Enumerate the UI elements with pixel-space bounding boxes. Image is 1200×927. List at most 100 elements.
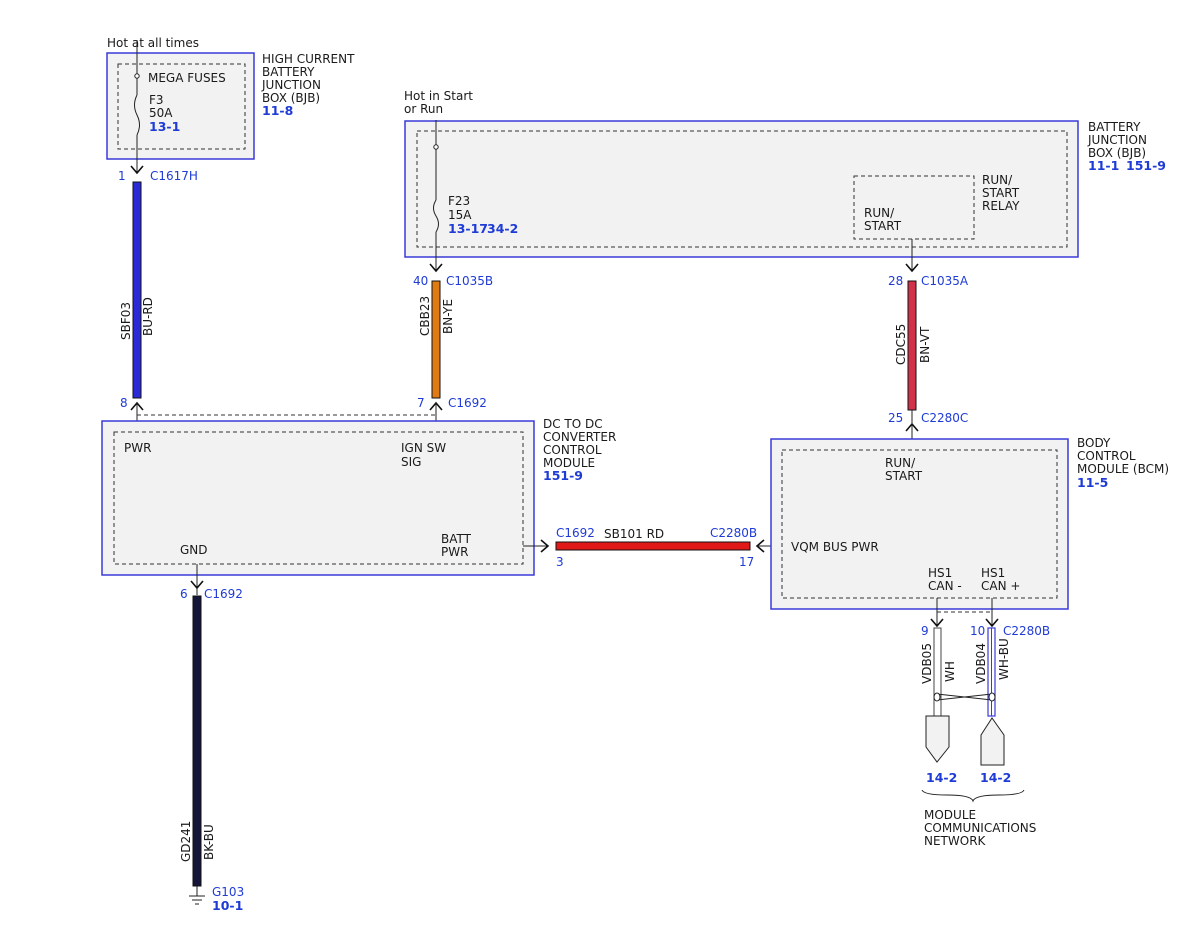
- wire-vdb04-circuit: VDB04: [974, 643, 988, 684]
- svg-text:CAN -: CAN -: [928, 579, 962, 593]
- wire-vdb05-color-code: WH: [943, 661, 957, 682]
- pin-9: 9: [921, 624, 929, 638]
- vqm-bus-pwr-label: VQM BUS PWR: [791, 540, 879, 554]
- wire-cdc55-circuit: CDC55: [894, 324, 908, 365]
- svg-text:HIGH CURRENT: HIGH CURRENT: [262, 52, 355, 66]
- network-ref-link-right[interactable]: 14-2: [980, 770, 1011, 785]
- high-current-bjb-ref-link[interactable]: 11-8: [262, 103, 293, 118]
- mega-fuses-inner-box: [117, 63, 246, 150]
- hs1-can-minus-label: HS1 CAN -: [928, 566, 962, 593]
- wire-cdc55[interactable]: [907, 280, 917, 411]
- svg-text:HS1: HS1: [928, 566, 952, 580]
- dcdc-module-box: [101, 420, 535, 576]
- pwr-label: PWR: [124, 441, 151, 455]
- splice-dot: [433, 144, 439, 150]
- hs1-can-plus-label: HS1 CAN +: [981, 566, 1020, 593]
- pin-17: 17: [739, 555, 754, 569]
- pin-7: 7: [417, 396, 425, 410]
- fuse-f23-name: F23: [448, 194, 470, 208]
- svg-text:MODULE (BCM): MODULE (BCM): [1077, 462, 1169, 476]
- svg-text:CAN +: CAN +: [981, 579, 1020, 593]
- svg-text:DC TO DC: DC TO DC: [543, 417, 603, 431]
- run-start-relay-box: [853, 175, 975, 240]
- svg-text:MODULE: MODULE: [543, 456, 595, 470]
- ign-sw-sig-label: IGN SW SIG: [401, 441, 446, 469]
- svg-text:PWR: PWR: [441, 545, 468, 559]
- connector-c2280c: C2280C: [921, 411, 968, 425]
- pin-28: 28: [888, 274, 903, 288]
- hot-in-start-label: Hot in Start or Run: [404, 89, 473, 116]
- wire-cbb23-circuit: CBB23: [418, 296, 432, 336]
- wire-cbb23[interactable]: [431, 280, 441, 399]
- fuse-f23-ref-link-1[interactable]: 13-17: [448, 221, 488, 236]
- svg-text:BOX (BJB): BOX (BJB): [262, 91, 320, 105]
- svg-text:HS1: HS1: [981, 566, 1005, 580]
- svg-text:BATTERY: BATTERY: [262, 65, 315, 79]
- connector-arrow: [985, 618, 999, 628]
- wire-gd241[interactable]: [192, 595, 202, 887]
- svg-text:JUNCTION: JUNCTION: [1087, 133, 1147, 147]
- svg-text:CONVERTER: CONVERTER: [543, 430, 616, 444]
- bcm-title: BODY CONTROL MODULE (BCM): [1077, 436, 1169, 476]
- svg-text:RUN/: RUN/: [885, 456, 916, 470]
- twisted-pair-symbol: [933, 692, 996, 702]
- svg-text:CONTROL: CONTROL: [1077, 449, 1136, 463]
- svg-text:NETWORK: NETWORK: [924, 834, 987, 848]
- svg-text:CONTROL: CONTROL: [543, 443, 602, 457]
- connector-arrow: [930, 618, 944, 628]
- bjb-box: [404, 120, 1079, 258]
- relay-inner-label: RUN/ START: [864, 206, 902, 233]
- pin-3: 3: [556, 555, 564, 569]
- svg-text:BOX (BJB): BOX (BJB): [1088, 146, 1146, 160]
- hot-at-all-times-label: Hot at all times: [107, 36, 199, 50]
- wire-vdb05-circuit: VDB05: [920, 643, 934, 684]
- network-ref-link-left[interactable]: 14-2: [926, 770, 957, 785]
- connector-c1692-batt: C1692: [556, 526, 595, 540]
- bcm-ref-link[interactable]: 11-5: [1077, 475, 1108, 490]
- svg-text:RUN/: RUN/: [982, 173, 1013, 187]
- dcdc-module-ref-link[interactable]: 151-9: [543, 468, 583, 483]
- pin-8: 8: [120, 396, 128, 410]
- pin-6: 6: [180, 587, 188, 601]
- wire-cdc55-color-code: BN-VT: [918, 326, 932, 363]
- run-start-relay-title: RUN/ START RELAY: [982, 173, 1020, 213]
- fuse-f3-symbol: [134, 94, 140, 136]
- bjb-ref-link-2[interactable]: 151-9: [1126, 158, 1166, 173]
- wire-vdb04-color-code: WH-BU: [997, 638, 1011, 680]
- connector-arrow: [130, 165, 144, 175]
- svg-text:COMMUNICATIONS: COMMUNICATIONS: [924, 821, 1036, 835]
- connector-arrow: [905, 263, 919, 273]
- pin-10: 10: [970, 624, 985, 638]
- svg-text:START: START: [864, 219, 902, 233]
- ground-g103: G103: [212, 885, 244, 899]
- bjb-title: BATTERY JUNCTION BOX (BJB): [1087, 120, 1147, 160]
- svg-text:START: START: [982, 186, 1020, 200]
- ground-ref-link[interactable]: 10-1: [212, 898, 243, 913]
- mega-fuses-label: MEGA FUSES: [148, 71, 226, 85]
- wire-sb101-label: SB101 RD: [604, 527, 664, 541]
- ground-symbol: [189, 886, 205, 905]
- wire-sbf03-circuit: SBF03: [119, 302, 133, 340]
- wire-vdb05[interactable]: [933, 627, 942, 717]
- svg-text:RUN/: RUN/: [864, 206, 895, 220]
- connector-arrow: [190, 580, 204, 590]
- pin-40: 40: [413, 274, 428, 288]
- wire-sbf03[interactable]: [132, 181, 142, 399]
- svg-text:BATT: BATT: [441, 532, 472, 546]
- bcm-inner-box: [781, 449, 1058, 599]
- svg-text:JUNCTION: JUNCTION: [261, 78, 321, 92]
- can-minus-terminal-icon: [925, 715, 950, 763]
- fuse-f23-ref-link-2[interactable]: 34-2: [487, 221, 518, 236]
- bcm-box: [770, 438, 1069, 610]
- connector-c1692-top: C1692: [448, 396, 487, 410]
- wire-gd241-circuit: GD241: [179, 821, 193, 862]
- wire-cbb23-color-code: BN-YE: [441, 299, 455, 334]
- wire-sb101[interactable]: [555, 541, 751, 551]
- high-current-bjb-title: HIGH CURRENT BATTERY JUNCTION BOX (BJB): [261, 52, 355, 105]
- svg-text:IGN SW: IGN SW: [401, 441, 446, 455]
- fuse-f3-ref-link[interactable]: 13-1: [149, 119, 180, 134]
- pin-25: 25: [888, 411, 903, 425]
- bjb-ref-link-1[interactable]: 11-1: [1088, 158, 1119, 173]
- connector-c2280b-vqm: C2280B: [710, 526, 757, 540]
